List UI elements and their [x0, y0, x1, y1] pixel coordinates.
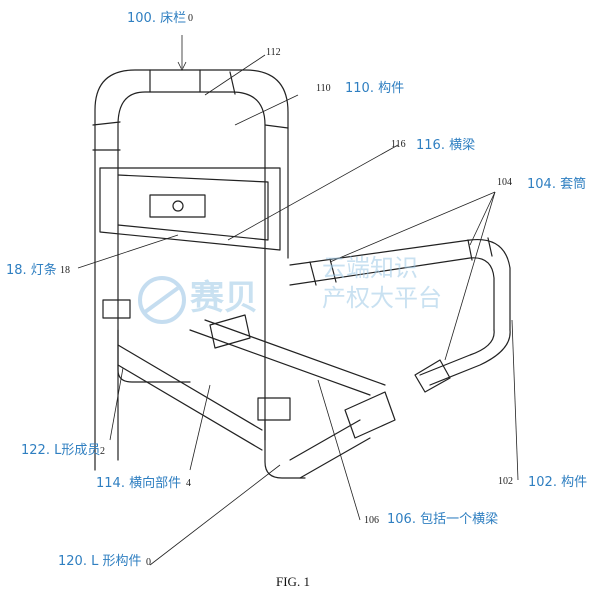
leader-104-b [469, 191, 496, 246]
label-18: 18. 灯条 [6, 263, 57, 278]
numeral-112: 112 [266, 47, 281, 58]
numeral-104: 104 [497, 177, 512, 188]
bottom-front-tube [289, 419, 371, 479]
upright-clamp-left [102, 299, 131, 319]
label-100: 100. 床栏 [127, 11, 187, 26]
light-bar [99, 167, 281, 251]
arch-sleeve-right [229, 71, 289, 129]
leader-112 [204, 54, 266, 96]
numeral-114-suffix: 4 [186, 478, 191, 489]
label-102: 102. 构件 [528, 475, 588, 490]
numeral-100-suffix: 0 [188, 13, 193, 24]
watermark-logo [138, 276, 186, 324]
transverse-member [117, 344, 263, 451]
watermark-line1: 云端知识 [322, 254, 418, 282]
leader-114 [189, 384, 211, 471]
watermark-line2: 产权大平台 [322, 284, 442, 312]
figure-caption: FIG. 1 [276, 574, 310, 589]
leader-102 [511, 319, 519, 481]
leader-122 [109, 367, 124, 441]
leader-18 [77, 234, 179, 269]
arrow-100-head [177, 61, 187, 71]
slide-tube-top [289, 238, 511, 331]
lower-frame-left [117, 329, 191, 383]
numeral-120-suffix: 0 [146, 557, 151, 568]
lower-right-sleeve [414, 359, 451, 393]
lower-frame-right [264, 419, 306, 479]
arch-sleeve-top [149, 69, 201, 93]
bottom-inner-clamp [209, 314, 251, 349]
label-106: 106. 包括一个横梁 [387, 512, 499, 527]
numeral-106: 106 [364, 515, 379, 526]
label-114: 114. 横向部件 [96, 476, 182, 491]
label-122: 122. L形成员 [21, 443, 101, 458]
upright-clamp-right [257, 397, 291, 421]
light-bar-knob [172, 200, 184, 212]
bottom-front-clamp [344, 391, 396, 439]
leader-104-a [329, 191, 496, 263]
label-104: 104. 套筒 [527, 177, 587, 192]
numeral-116: 116 [391, 139, 406, 150]
sleeve-104-b [467, 237, 493, 261]
numeral-110: 110 [316, 83, 331, 94]
arch-sleeve-left [92, 121, 121, 151]
cross-beam-106 [189, 319, 386, 396]
numeral-18: 18 [60, 265, 70, 276]
numeral-102: 102 [498, 476, 513, 487]
label-116: 116. 横梁 [416, 138, 476, 153]
leader-120 [149, 464, 281, 566]
light-bar-window [149, 194, 206, 218]
leader-106 [317, 379, 361, 521]
upright-arch-outer [94, 69, 289, 471]
label-120: 120. L 形构件 [58, 554, 142, 569]
numeral-122-suffix: 2 [100, 446, 105, 457]
label-110: 110. 构件 [345, 81, 405, 96]
lower-right-arm [419, 329, 511, 386]
leader-116 [227, 144, 399, 241]
leader-104-c [444, 191, 496, 361]
sleeve-104-a [309, 258, 337, 286]
light-bar-inner [117, 174, 269, 241]
slide-tube-bottom [289, 257, 495, 331]
watermark-brand: 赛贝 [190, 278, 258, 318]
leader-110 [234, 94, 299, 126]
